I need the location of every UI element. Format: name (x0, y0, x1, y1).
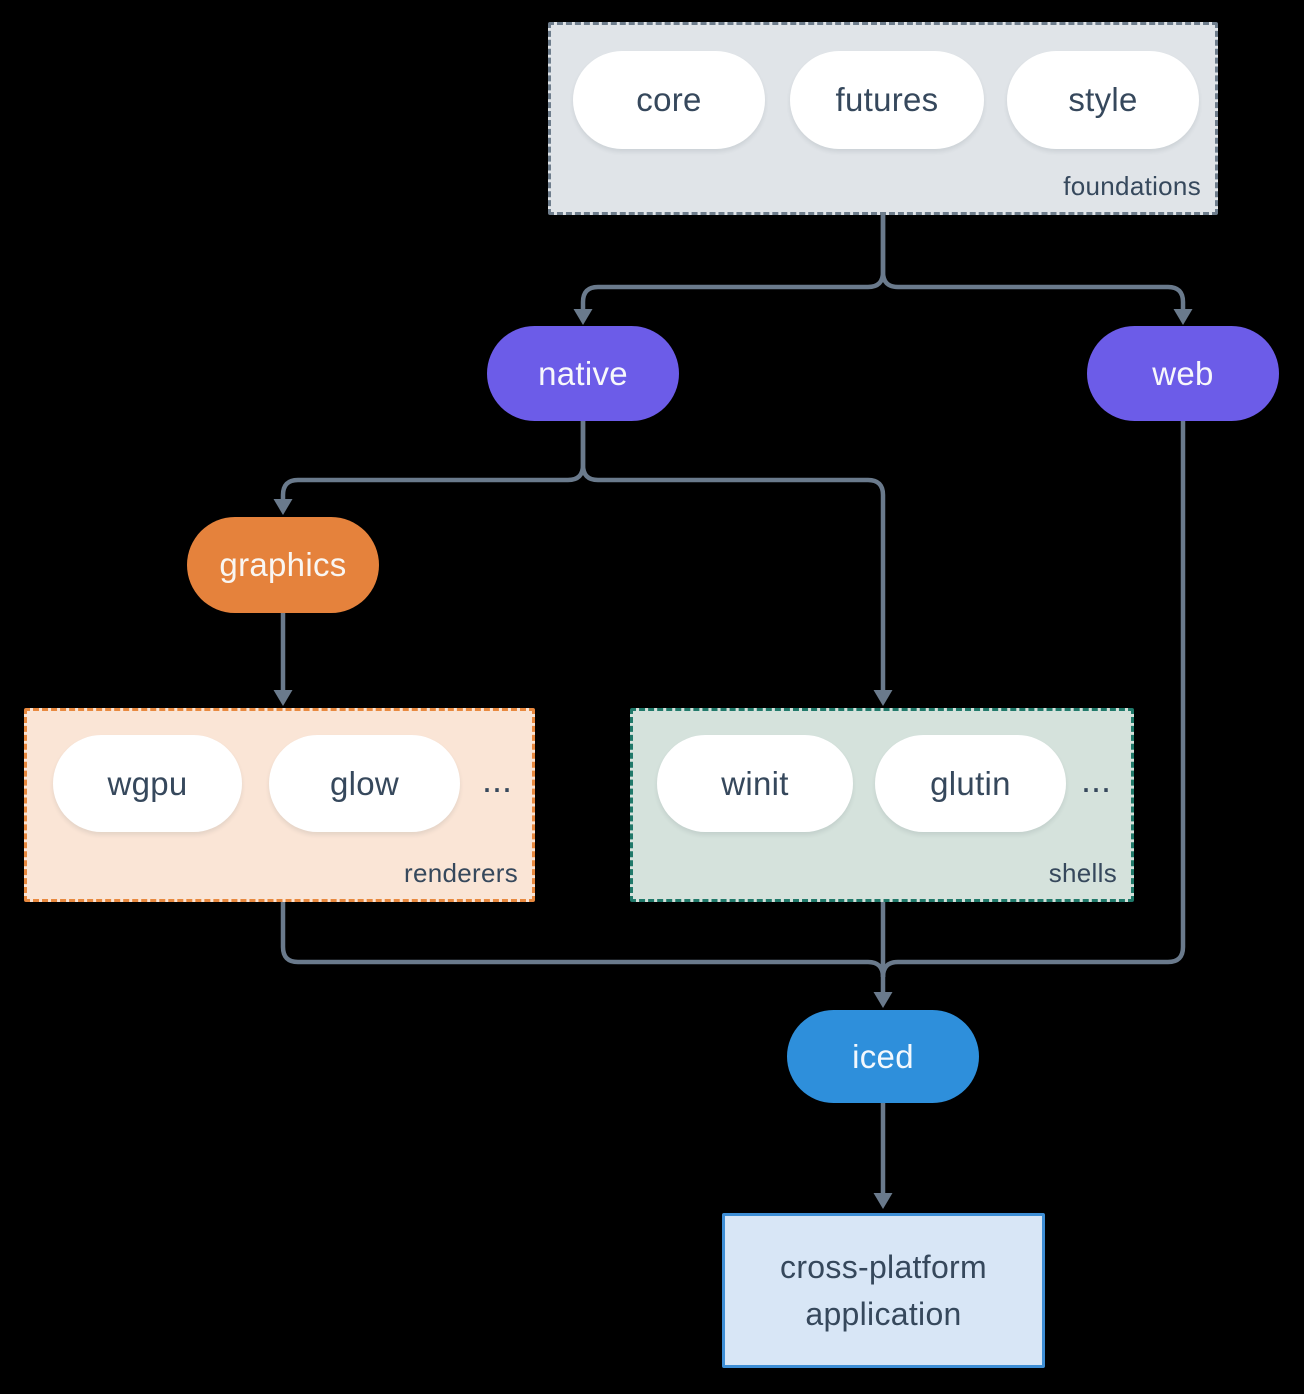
node-glow: glow (269, 735, 460, 832)
node-glutin-label: glutin (930, 764, 1011, 802)
arrowhead-shells (873, 690, 893, 706)
node-cross-platform-application: cross-platform application (722, 1213, 1045, 1368)
arrow-native-to-shells (580, 421, 886, 691)
arrowhead-graphics (273, 499, 293, 515)
node-graphics: graphics (187, 517, 379, 613)
node-futures: futures (790, 51, 984, 149)
application-label-line2: application (805, 1295, 962, 1332)
node-winit-label: winit (721, 764, 789, 802)
node-iced: iced (787, 1010, 979, 1103)
arrowhead-native (573, 309, 593, 325)
node-style-label: style (1068, 81, 1138, 118)
renderers-ellipsis: ... (481, 759, 512, 800)
application-label-line1: cross-platform (780, 1248, 987, 1285)
node-glow-label: glow (329, 764, 400, 802)
arrow-native-to-graphics (280, 421, 586, 501)
arrowhead-application (873, 1193, 893, 1209)
node-native: native (487, 326, 679, 421)
node-core: core (573, 51, 765, 149)
node-core-label: core (636, 81, 702, 118)
node-glutin: glutin (875, 735, 1066, 832)
arrow-foundations-to-native (580, 215, 886, 311)
arrow-renderers-to-iced (280, 902, 886, 978)
foundations-label: foundations (1063, 171, 1201, 201)
node-graphics-label: graphics (219, 546, 347, 583)
shells-ellipsis: ... (1080, 759, 1111, 800)
node-wgpu: wgpu (53, 735, 242, 832)
node-futures-label: futures (835, 81, 939, 118)
node-style: style (1007, 51, 1199, 149)
arrowhead-web (1173, 309, 1193, 325)
shells-group: winit glutin ... shells (630, 708, 1134, 902)
renderers-group: wgpu glow ... renderers (24, 708, 535, 902)
shells-label: shells (1048, 858, 1117, 888)
foundations-group: core futures style foundations (548, 22, 1218, 215)
node-web-label: web (1152, 354, 1214, 392)
renderers-label: renderers (404, 858, 518, 888)
node-web: web (1087, 326, 1279, 421)
node-wgpu-label: wgpu (107, 764, 188, 802)
arrowhead-iced (873, 992, 893, 1008)
node-native-label: native (538, 354, 628, 392)
node-iced-label: iced (852, 1037, 914, 1075)
node-winit: winit (657, 735, 853, 832)
arrow-foundations-to-web (880, 215, 1186, 311)
arrowhead-renderers (273, 690, 293, 706)
